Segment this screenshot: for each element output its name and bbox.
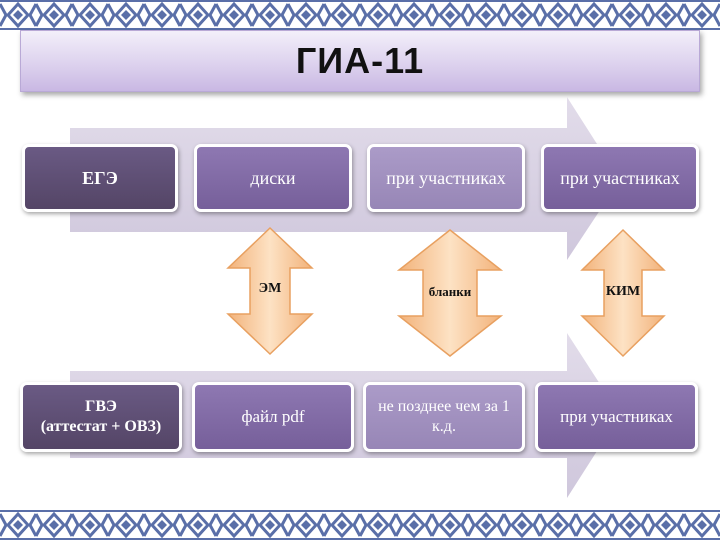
gve-label: ГВЭ	[85, 398, 117, 415]
bottom-step-pdf: файл pdf	[192, 382, 354, 452]
top-step-participants-2: при участниках	[541, 144, 699, 212]
ege-box: ЕГЭ	[22, 144, 178, 212]
top-step-3-label: при участниках	[560, 167, 680, 188]
bottom-step-participants: при участниках	[535, 382, 698, 452]
bottom-ornament-border	[0, 510, 720, 540]
bottom-step-3-label: при участниках	[560, 407, 673, 427]
bottom-step-2-label: не позднее чем за 1 к.д.	[378, 398, 510, 435]
kim-label: КИМ	[605, 284, 641, 299]
blanks-double-arrow	[397, 229, 503, 357]
top-step-1-label: диски	[250, 167, 296, 188]
blanks-label: бланки	[428, 284, 472, 299]
bottom-step-deadline: не позднее чем за 1 к.д.	[363, 382, 525, 452]
gve-sublabel: (аттестат + ОВЗ)	[40, 418, 162, 435]
title-banner: ГИА-11	[20, 30, 700, 92]
top-step-participants-1: при участниках	[367, 144, 525, 212]
ege-label: ЕГЭ	[82, 167, 118, 188]
gve-box: ГВЭ (аттестат + ОВЗ)	[20, 382, 182, 452]
kim-double-arrow	[580, 228, 666, 358]
page-title: ГИА-11	[295, 40, 425, 81]
em-label: ЭМ	[258, 281, 282, 296]
bottom-step-1-label: файл pdf	[241, 407, 305, 427]
top-ornament-border	[0, 0, 720, 30]
top-step-disks: диски	[194, 144, 352, 212]
top-step-2-label: при участниках	[386, 167, 506, 188]
em-double-arrow	[226, 226, 314, 356]
